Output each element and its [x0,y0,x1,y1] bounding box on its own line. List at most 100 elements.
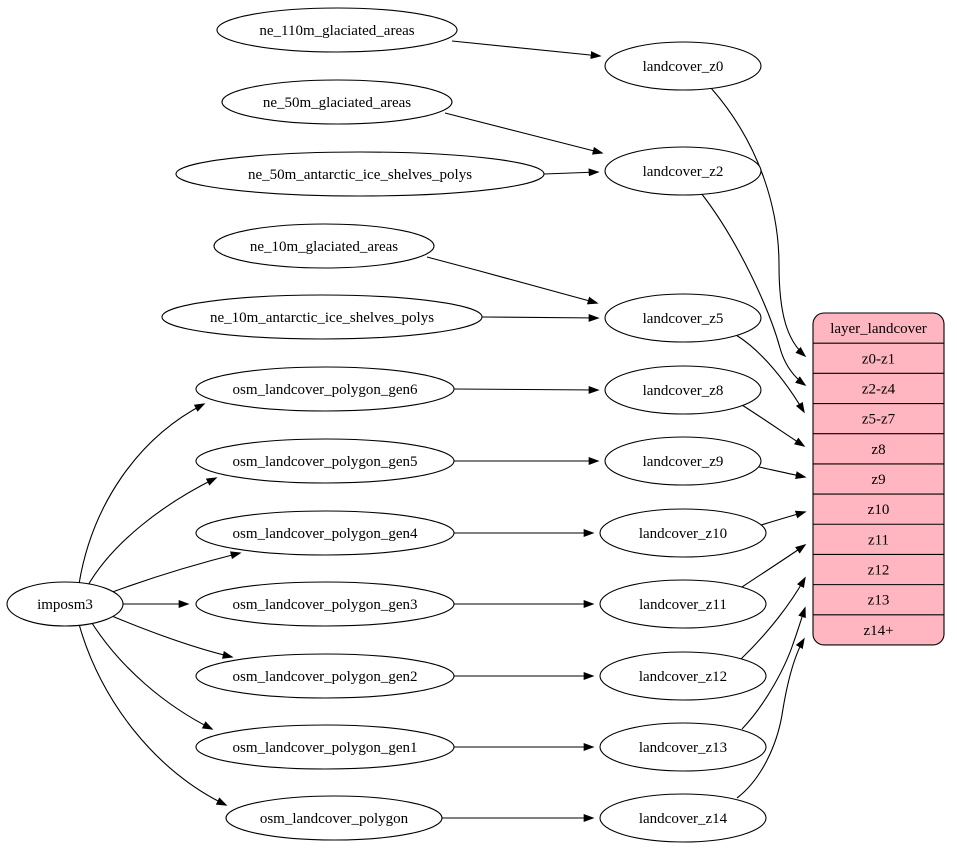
node-landcover_z0: landcover_z0 [604,41,762,91]
table-row-z8: z8 [871,442,885,458]
node-landcover_z9-label: landcover_z9 [643,454,724,470]
edge-landcover_z2-to-layer_landcover-row-z2-z4 [700,192,807,386]
edge-ne_50m_glaciated_areas-to-landcover_z2 [444,112,604,155]
edge-landcover_z14-to-layer_landcover-row-z14+ [736,637,805,799]
node-osm_landcover_polygon_gen4-label: osm_landcover_polygon_gen4 [233,526,418,542]
node-osm_landcover_polygon_gen2-label: osm_landcover_polygon_gen2 [233,669,418,685]
node-landcover_z14: landcover_z14 [599,793,767,843]
node-landcover_z8-shape [604,365,762,415]
node-ne_50m_glaciated_areas: ne_50m_glaciated_areas [221,79,453,125]
node-ne_50m_antarctic_ice_shelves_polys: ne_50m_antarctic_ice_shelves_polys [175,151,545,197]
node-osm_landcover_polygon_gen4: osm_landcover_polygon_gen4 [195,510,455,556]
node-ne_10m_antarctic_ice_shelves_polys-label: ne_10m_antarctic_ice_shelves_polys [210,310,434,326]
node-landcover_z10-label: landcover_z10 [639,526,727,542]
node-landcover_z9: landcover_z9 [604,436,762,486]
edge-imposm3-to-osm_landcover_polygon [78,623,228,806]
layer-landcover-table [812,312,945,646]
node-osm_landcover_polygon_gen6-label: osm_landcover_polygon_gen6 [233,382,418,398]
table-row-z12: z12 [868,563,890,579]
edge-imposm3-to-osm_landcover_polygon_gen2 [106,613,234,659]
edge-ne_50m_antarctic_ice_shelves_polys-to-landcover_z2 [543,168,600,177]
table-row-z9: z9 [871,472,885,488]
node-osm_landcover_polygon_gen6: osm_landcover_polygon_gen6 [195,366,455,412]
table-row-z13: z13 [868,593,890,609]
node-ne_10m_antarctic_ice_shelves_polys: ne_10m_antarctic_ice_shelves_polys [161,294,483,340]
edge-landcover_z0-to-layer_landcover-row-z0-z1 [710,87,807,358]
edge-imposm3-to-osm_landcover_polygon_gen5 [86,477,218,588]
node-osm_landcover_polygon_gen3-shape [195,581,455,627]
node-osm_landcover_polygon_gen1: osm_landcover_polygon_gen1 [195,724,455,770]
node-landcover_z14-shape [599,793,767,843]
node-landcover_z11-shape [599,579,767,629]
node-landcover_z12-label: landcover_z12 [639,669,727,685]
node-landcover_z13-shape [599,722,767,772]
node-osm_landcover_polygon: osm_landcover_polygon [225,795,443,841]
node-osm_landcover_polygon_gen4-shape [195,510,455,556]
node-osm_landcover_polygon-label: osm_landcover_polygon [260,811,409,827]
node-osm_landcover_polygon_gen5: osm_landcover_polygon_gen5 [195,438,455,484]
node-ne_10m_glaciated_areas-shape [213,223,435,269]
node-landcover_z13: landcover_z13 [599,722,767,772]
node-landcover_z0-label: landcover_z0 [643,59,724,75]
node-ne_110m_glaciated_areas-shape [216,7,458,53]
node-landcover_z11-label: landcover_z11 [639,597,727,613]
edges-layer [78,40,807,822]
node-osm_landcover_polygon_gen2-shape [195,653,455,699]
node-landcover_z5-shape [604,293,762,343]
node-landcover_z2-shape [604,146,762,196]
edge-imposm3-to-osm_landcover_polygon_gen6 [78,403,206,585]
node-landcover_z14-label: landcover_z14 [639,811,728,827]
edge-imposm3-to-osm_landcover_polygon_gen1 [89,619,214,730]
nodes-layer: imposm3 ne_110m_glaciated_areas ne_50m_gla… [6,7,767,843]
node-ne_50m_glaciated_areas-label: ne_50m_glaciated_areas [263,95,411,111]
node-landcover_z2-label: landcover_z2 [643,164,724,180]
edge-ne_10m_antarctic_ice_shelves_polys-to-landcover_z5 [481,313,600,322]
node-ne_10m_glaciated_areas-label: ne_10m_glaciated_areas [250,239,398,255]
table-row-z11: z11 [868,532,889,548]
edge-landcover_z13-to-layer_landcover-row-z13 [741,606,806,730]
node-osm_landcover_polygon_gen5-label: osm_landcover_polygon_gen5 [233,454,418,470]
node-ne_50m_antarctic_ice_shelves_polys-shape [175,151,545,197]
node-imposm3-shape [6,581,124,627]
node-landcover_z0-shape [604,41,762,91]
edge-landcover_z5-to-layer_landcover-row-z5-z7 [735,334,805,414]
node-landcover_z9-shape [604,436,762,486]
node-ne_110m_glaciated_areas-label: ne_110m_glaciated_areas [259,23,414,39]
node-landcover_z8: landcover_z8 [604,365,762,415]
edge-imposm3-to-osm_landcover_polygon_gen4 [106,551,242,595]
table-row-z10: z10 [868,502,890,518]
node-landcover_z8-label: landcover_z8 [643,383,724,399]
edge-landcover_z11-to-layer_landcover-row-z11 [741,544,807,588]
edge-landcover_z10-to-layer_landcover-row-z10 [757,510,807,527]
table-row-z5-z7: z5-z7 [862,412,896,428]
node-osm_landcover_polygon_gen3: osm_landcover_polygon_gen3 [195,581,455,627]
node-landcover_z13-label: landcover_z13 [639,740,727,756]
node-landcover_z11: landcover_z11 [599,579,767,629]
table-row-z0-z1: z0-z1 [862,351,895,367]
table-row-z2-z4: z2-z4 [862,381,896,397]
node-landcover_z10: landcover_z10 [599,508,767,558]
node-landcover_z12-shape [599,651,767,701]
node-osm_landcover_polygon_gen1-shape [195,724,455,770]
node-ne_10m_glaciated_areas: ne_10m_glaciated_areas [213,223,435,269]
node-landcover_z5-label: landcover_z5 [643,311,724,327]
node-ne_10m_antarctic_ice_shelves_polys-shape [161,294,483,340]
node-osm_landcover_polygon_gen5-shape [195,438,455,484]
edge-ne_110m_glaciated_areas-to-landcover_z0 [451,40,602,59]
table-layer: layer_landcover z0-z1 z2-z4 z5-z7 z8 z9 z10 z11… [812,312,945,646]
node-landcover_z5: landcover_z5 [604,293,762,343]
edge-ne_10m_glaciated_areas-to-landcover_z5 [426,256,599,305]
node-osm_landcover_polygon_gen2: osm_landcover_polygon_gen2 [195,653,455,699]
node-landcover_z10-shape [599,508,767,558]
edge-landcover_z8-to-layer_landcover-row-z8 [741,404,806,447]
node-osm_landcover_polygon_gen3-label: osm_landcover_polygon_gen3 [233,597,418,613]
node-ne_50m_glaciated_areas-shape [221,79,453,125]
layer-landcover-title: layer_landcover [830,321,927,337]
node-ne_50m_antarctic_ice_shelves_polys-label: ne_50m_antarctic_ice_shelves_polys [248,167,472,183]
node-ne_110m_glaciated_areas: ne_110m_glaciated_areas [216,7,458,53]
node-osm_landcover_polygon_gen1-label: osm_landcover_polygon_gen1 [233,740,418,756]
node-imposm3-label: imposm3 [37,597,93,613]
node-osm_landcover_polygon_gen6-shape [195,366,455,412]
